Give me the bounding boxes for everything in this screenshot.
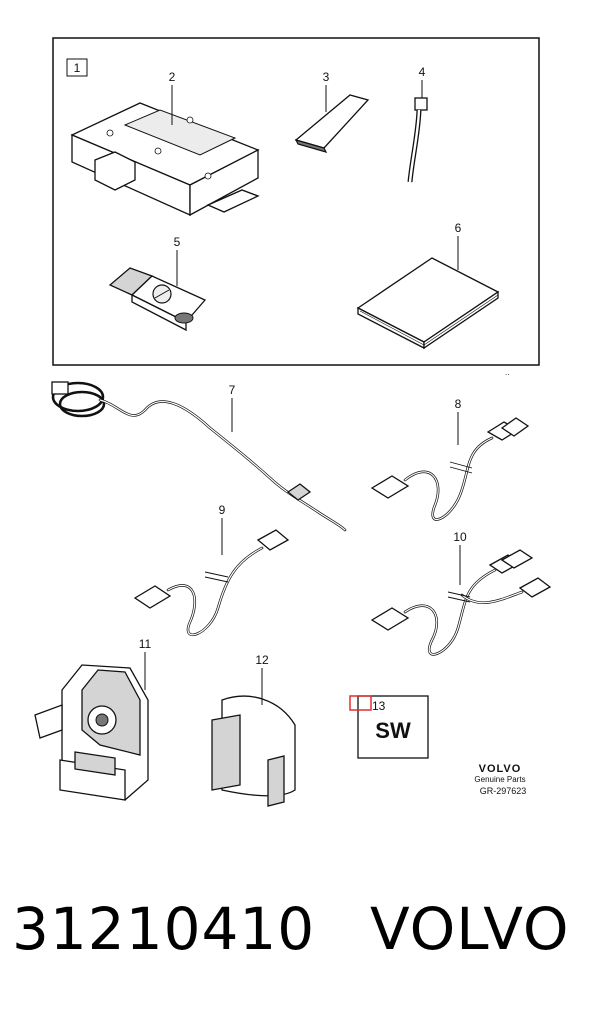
reference-number: GR-297623 bbox=[480, 786, 527, 796]
callout-5: 5 bbox=[174, 235, 181, 249]
callout-2: 2 bbox=[169, 70, 176, 84]
svg-text:..: .. bbox=[505, 368, 509, 377]
kit-label-box bbox=[66, 58, 88, 77]
callout-4: 4 bbox=[419, 65, 426, 79]
callout-11: 11 bbox=[139, 637, 152, 651]
kit-frame bbox=[52, 37, 540, 366]
part-3-adhesive-strip bbox=[294, 94, 370, 153]
brand-name: VOLVO bbox=[479, 763, 522, 775]
part-13-software-card: SW 13 bbox=[349, 695, 429, 759]
callout-12: 12 bbox=[255, 653, 269, 667]
part-11-holder-bracket bbox=[34, 664, 149, 801]
callout-10: 10 bbox=[453, 530, 467, 544]
part-8-harness bbox=[370, 417, 530, 521]
part-9-harness bbox=[133, 529, 290, 637]
parts-diagram: 1 2 3 4 5 bbox=[34, 37, 552, 807]
part-number: 31210410 bbox=[12, 895, 316, 963]
callout-3: 3 bbox=[323, 70, 330, 84]
highlight-box bbox=[349, 695, 372, 711]
callout-8: 8 bbox=[455, 397, 462, 411]
part-6-manual bbox=[356, 257, 500, 350]
part-7-antenna-cable bbox=[51, 381, 347, 532]
brand-sub: Genuine Parts bbox=[474, 775, 525, 784]
kit-label: 1 bbox=[74, 61, 81, 75]
sw-label: SW bbox=[375, 718, 411, 743]
part-10-harness bbox=[370, 549, 552, 656]
part-4-cable-tie bbox=[407, 97, 428, 183]
callout-7: 7 bbox=[229, 383, 236, 397]
callout-13: 13 bbox=[372, 699, 386, 713]
callout-9: 9 bbox=[219, 503, 226, 517]
footer-brand: VOLVO bbox=[370, 895, 570, 963]
part-2-control-module bbox=[70, 102, 260, 217]
part-12-cradle bbox=[211, 695, 296, 807]
part-5-key-fob bbox=[108, 267, 207, 332]
callout-6: 6 bbox=[455, 221, 462, 235]
